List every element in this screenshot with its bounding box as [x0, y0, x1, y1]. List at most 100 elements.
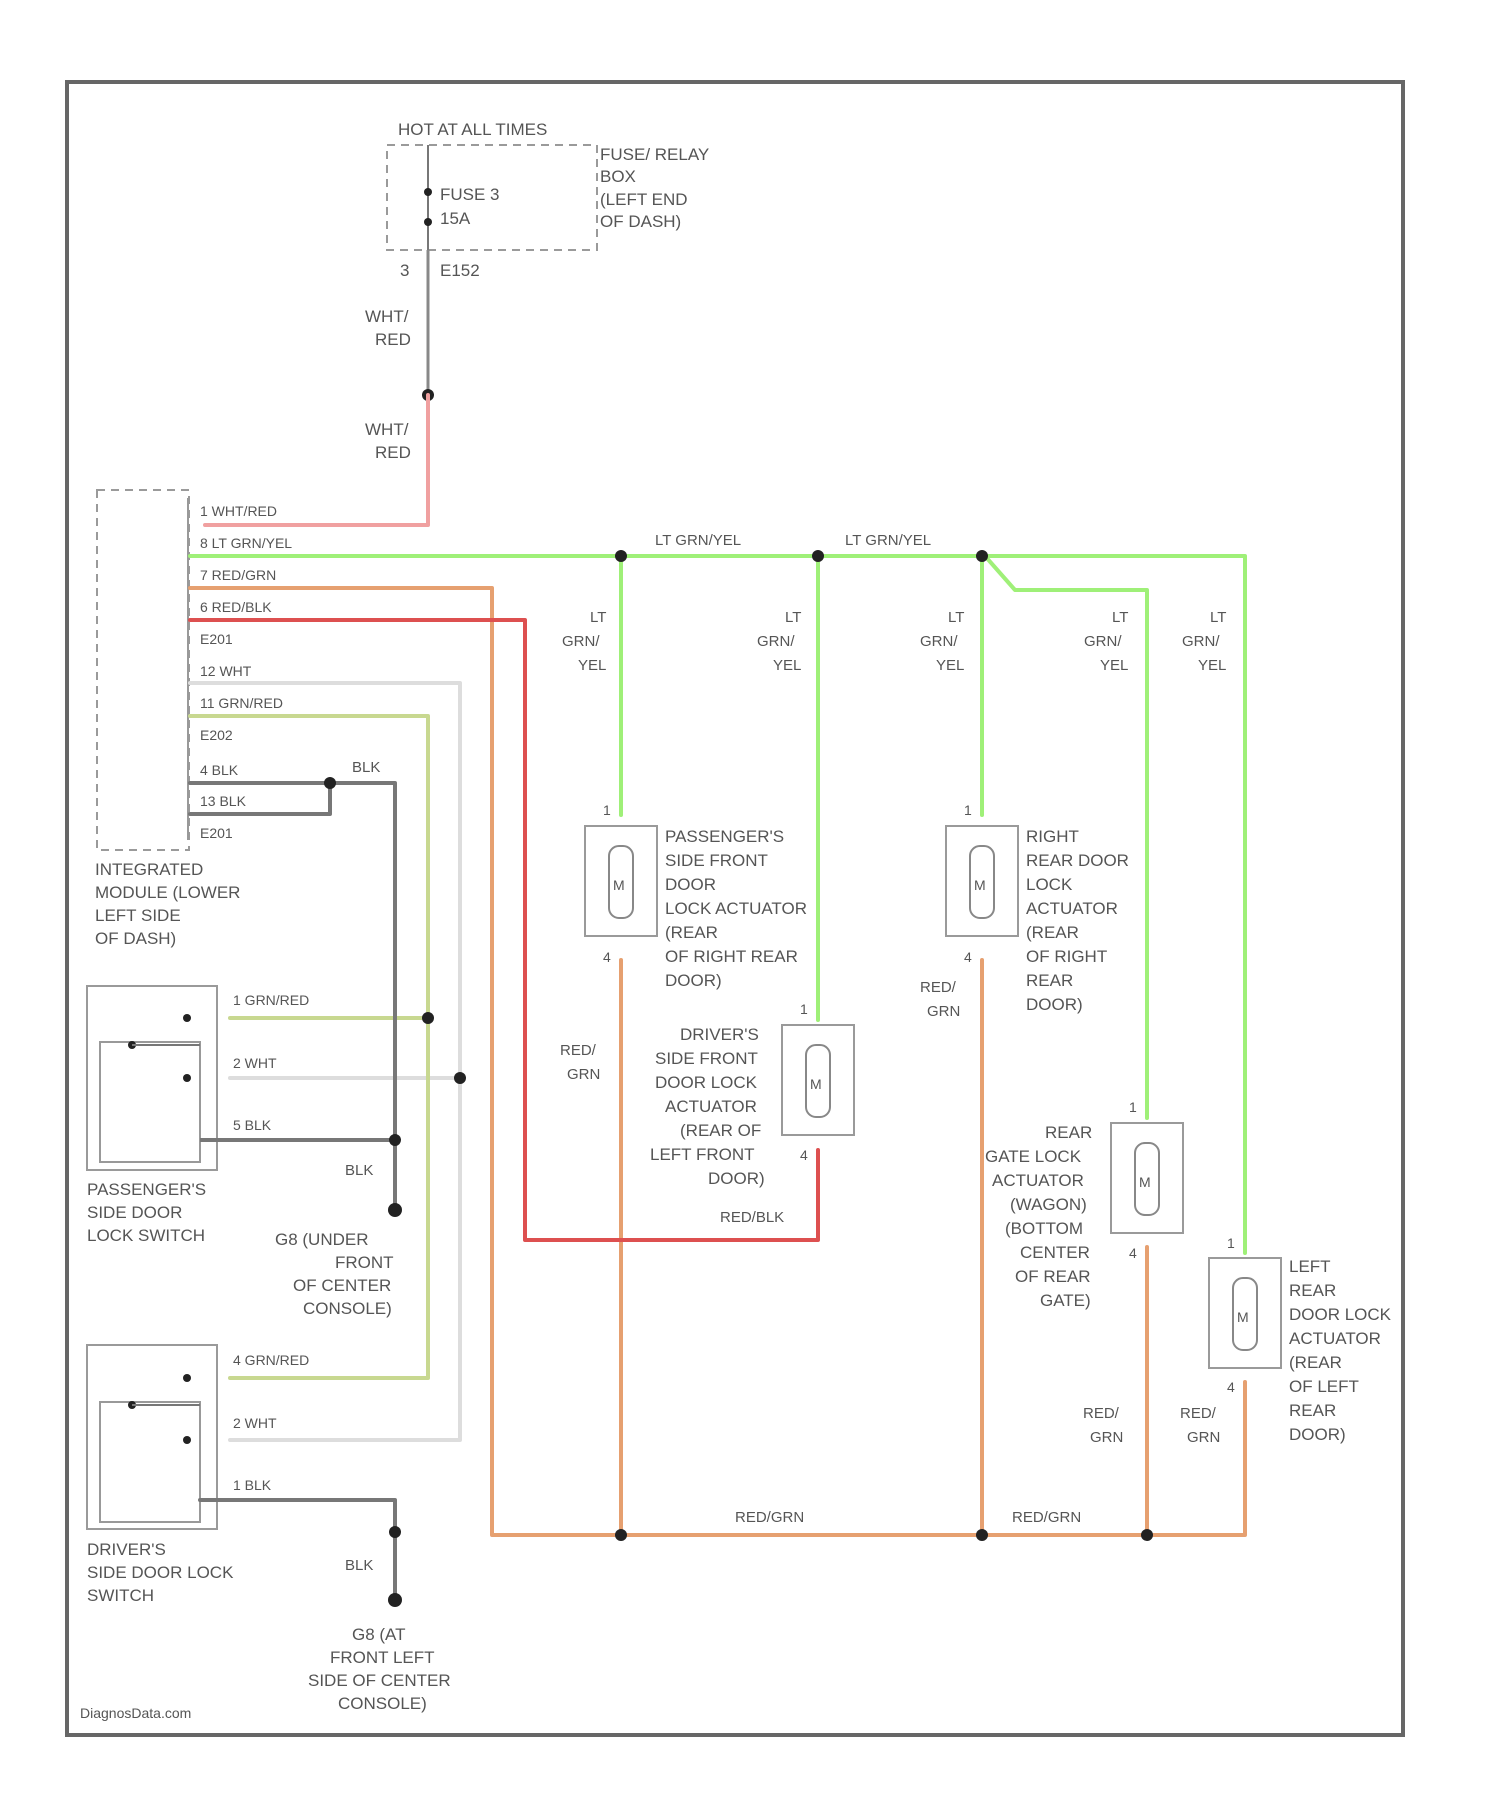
actuator-right-rear-desc-6: OF RIGHT [1026, 947, 1107, 966]
actuator-rear-gate-desc-8: GATE) [1040, 1291, 1091, 1310]
wht-red-label-a1: WHT/ [365, 307, 409, 326]
actuator-driver-front-desc-6: LEFT FRONT [650, 1145, 755, 1164]
lt-grn-drop3-l3: YEL [936, 657, 964, 674]
actuator-driver-front-desc-7: DOOR) [708, 1169, 765, 1188]
red-grn-drop1-l2: GRN [567, 1066, 600, 1083]
driver-switch-desc-1: DRIVER'S [87, 1540, 166, 1559]
actuator-driver-front-desc-2: SIDE FRONT [655, 1049, 758, 1068]
actuator-right-rear-desc-5: (REAR [1026, 923, 1079, 942]
fuse-box-desc-1: FUSE/ RELAY [600, 145, 709, 164]
lt-grn-yel-bus-label-2: LT GRN/YEL [845, 532, 931, 549]
fuse-relay-box: HOT AT ALL TIMES FUSE 3 15A FUSE/ RELAY … [387, 120, 709, 280]
module-desc-1: INTEGRATED [95, 860, 203, 879]
lt-grn-drop4-l3: YEL [1100, 657, 1128, 674]
actuator-rear-gate-desc-1: REAR [1045, 1123, 1092, 1142]
splice-blk-module [324, 777, 336, 789]
actuator-passenger-front-pin-bottom: 4 [603, 949, 611, 965]
actuator-right-rear-pin-bottom: 4 [964, 949, 972, 965]
module-pin-1: 1 WHT/RED [200, 503, 277, 519]
ground-g8-passenger [388, 1203, 402, 1217]
red-blk-label: RED/BLK [720, 1209, 784, 1226]
actuator-driver-front-pin-top: 1 [800, 1001, 808, 1017]
fuse-terminal-top [424, 188, 432, 196]
actuator-rear-gate-pin-bottom: 4 [1129, 1245, 1137, 1261]
fuse-terminal-bottom [424, 218, 432, 226]
actuator-left-rear-pin-top: 1 [1227, 1235, 1235, 1251]
blk-circuit: BLK [190, 759, 395, 1148]
actuator-right-rear-desc-2: REAR DOOR [1026, 851, 1129, 870]
actuator-right-rear-desc-4: ACTUATOR [1026, 899, 1118, 918]
fuse-connector: E152 [440, 261, 480, 280]
actuator-left-rear-desc-2: REAR [1289, 1281, 1336, 1300]
actuator-left-rear-motor: M [1237, 1309, 1249, 1325]
switch-contact [183, 1014, 191, 1022]
splice-blk-passenger [389, 1134, 401, 1146]
module-pin-7: 7 RED/GRN [200, 567, 276, 583]
actuator-passenger-front: M 1 4 PASSENGER'S SIDE FRONT DOOR LOCK A… [585, 802, 807, 990]
actuator-left-rear-desc-1: LEFT [1289, 1257, 1331, 1276]
driver-switch-box [87, 1345, 217, 1529]
lt-grn-drop1-l1: LT [590, 609, 606, 626]
actuator-right-rear-pin-top: 1 [964, 802, 972, 818]
ground-g8-driver [388, 1593, 402, 1607]
fuse-box-desc-3: (LEFT END [600, 190, 688, 209]
actuator-right-rear-desc-3: LOCK [1026, 875, 1073, 894]
fuse-rating: 15A [440, 209, 471, 228]
lt-grn-drop1-l3: YEL [578, 657, 606, 674]
wht-red-label-b2: RED [375, 443, 411, 462]
passenger-switch-desc-2: SIDE DOOR [87, 1203, 182, 1222]
splice-grn-red [422, 1012, 434, 1024]
passenger-switch-pin-5: 5 BLK [233, 1117, 272, 1133]
red-grn-drop3-l1: RED/ [1083, 1405, 1120, 1422]
splice-grn-2 [812, 550, 824, 562]
actuator-left-rear: M 1 4 LEFT REAR DOOR LOCK ACTUATOR (REAR… [1209, 1235, 1392, 1444]
actuator-right-rear-desc-7: REAR [1026, 971, 1073, 990]
actuator-right-rear-motor: M [974, 877, 986, 893]
integrated-module: 1 WHT/RED 8 LT GRN/YEL 7 RED/GRN 6 RED/B… [95, 490, 292, 948]
red-grn-bus-label-1: RED/GRN [735, 1509, 804, 1526]
lt-grn-drop4-l2: GRN/ [1084, 633, 1122, 650]
driver-door-lock-switch: 4 GRN/RED 2 WHT 1 BLK BLK DRIVER'S SIDE … [87, 1345, 451, 1713]
red-grn-drop3-l2: GRN [1090, 1429, 1123, 1446]
wht-red-label-a2: RED [375, 330, 411, 349]
wht-red-feed: WHT/ RED WHT/ RED [205, 250, 434, 525]
passenger-ground-desc-1: G8 (UNDER [275, 1230, 369, 1249]
lt-grn-drop5-l2: GRN/ [1182, 633, 1220, 650]
actuator-passenger-front-desc-6: OF RIGHT REAR [665, 947, 798, 966]
actuator-left-rear-desc-3: DOOR LOCK [1289, 1305, 1392, 1324]
watermark: DiagnosData.com [80, 1705, 191, 1721]
actuator-rear-gate-desc-4: (WAGON) [1010, 1195, 1087, 1214]
red-grn-drop4-l2: GRN [1187, 1429, 1220, 1446]
red-grn-bus-label-2: RED/GRN [1012, 1509, 1081, 1526]
splice-blk-driver [389, 1526, 401, 1538]
lt-grn-drop3-l1: LT [948, 609, 964, 626]
actuator-left-rear-desc-6: OF LEFT [1289, 1377, 1359, 1396]
lt-grn-yel-bus-label-1: LT GRN/YEL [655, 532, 741, 549]
splice-red-grn-3 [1141, 1529, 1153, 1541]
red-grn-drop2-l2: GRN [927, 1003, 960, 1020]
fuse-box-desc-2: BOX [600, 167, 636, 186]
driver-switch-desc-3: SWITCH [87, 1586, 154, 1605]
module-conn-e201: E201 [200, 631, 233, 647]
module-conn-e201b: E201 [200, 825, 233, 841]
module-pin-13: 13 BLK [200, 793, 247, 809]
splice-grn-3 [976, 550, 988, 562]
actuator-right-rear-desc-1: RIGHT [1026, 827, 1079, 846]
actuator-driver-front-desc-5: (REAR OF [680, 1121, 761, 1140]
actuator-rear-gate-motor: M [1139, 1174, 1151, 1190]
fuse-box-desc-4: OF DASH) [600, 212, 681, 231]
splice-grn-1 [615, 550, 627, 562]
module-pin-4: 4 BLK [200, 762, 239, 778]
actuator-rear-gate-desc-2: GATE LOCK [985, 1147, 1082, 1166]
actuator-passenger-front-desc-3: DOOR [665, 875, 716, 894]
passenger-switch-box [87, 986, 217, 1170]
actuator-driver-front-desc-1: DRIVER'S [680, 1025, 759, 1044]
actuator-passenger-front-desc-1: PASSENGER'S [665, 827, 784, 846]
blk-module-wire [330, 783, 395, 1148]
actuator-driver-front-pin-bottom: 4 [800, 1147, 808, 1163]
driver-ground-desc-4: CONSOLE) [338, 1694, 427, 1713]
passenger-switch-pin-2: 2 WHT [233, 1055, 277, 1071]
module-outline [97, 490, 189, 850]
red-grn-drop2-l1: RED/ [920, 979, 957, 996]
lt-grn-drop5-l3: YEL [1198, 657, 1226, 674]
